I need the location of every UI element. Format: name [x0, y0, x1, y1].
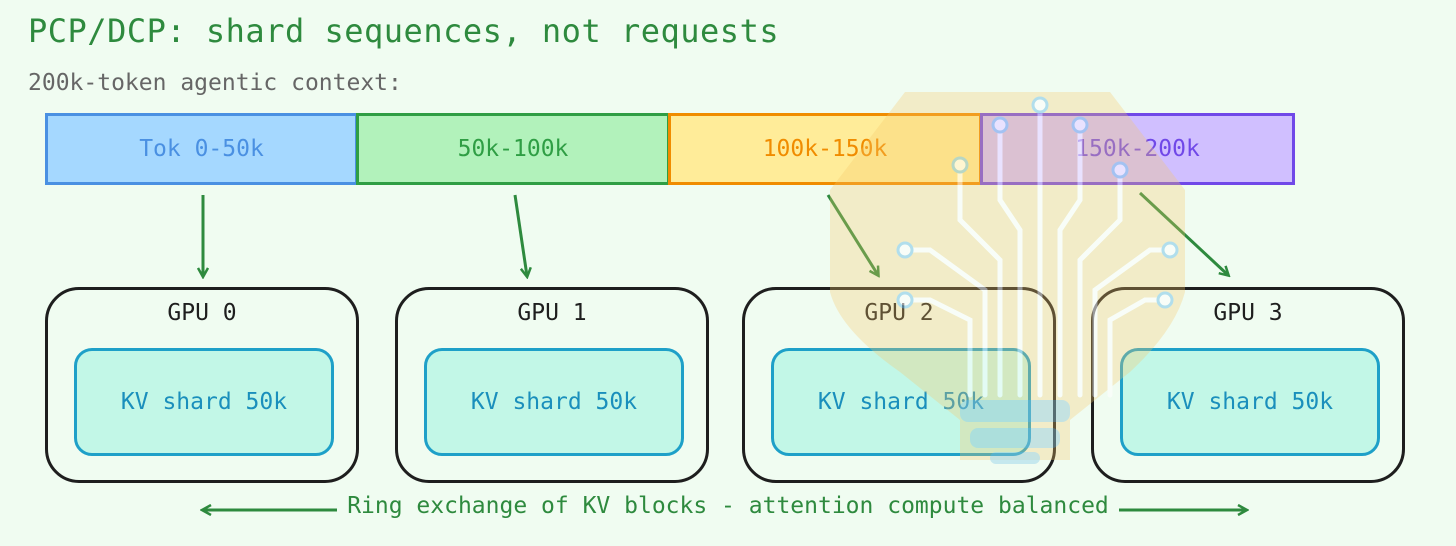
kv-shard-box: KV shard 50k [424, 348, 684, 456]
gpu-2-box: GPU 2 KV shard 50k [742, 287, 1056, 483]
kv-shard-box: KV shard 50k [74, 348, 334, 456]
segment-50k-100k: 50k-100k [356, 113, 670, 185]
gpu-label: GPU 0 [167, 300, 237, 326]
segment-100k-150k: 100k-150k [668, 113, 982, 185]
arrow-seg3-to-gpu3 [1138, 191, 1228, 275]
gpu-0-box: GPU 0 KV shard 50k [45, 287, 359, 483]
ring-exchange-label: Ring exchange of KV blocks - attention c… [0, 493, 1456, 519]
kv-shard-box: KV shard 50k [1120, 348, 1380, 456]
segment-tok-0-50k: Tok 0-50k [45, 113, 358, 185]
arrow-seg1-to-gpu1 [513, 194, 527, 276]
kv-shard-label: KV shard 50k [120, 389, 288, 415]
diagram-title: PCP/DCP: shard sequences, not requests [28, 12, 780, 50]
kv-shard-box: KV shard 50k [771, 348, 1031, 456]
gpu-label: GPU 1 [517, 300, 587, 326]
arrow-seg2-to-gpu2 [826, 194, 878, 275]
ring-exchange-text: Ring exchange of KV blocks - attention c… [337, 493, 1119, 519]
context-subtitle: 200k-token agentic context: [28, 70, 402, 96]
segment-label: 150k-200k [1075, 136, 1200, 162]
kv-shard-label: KV shard 50k [817, 389, 985, 415]
kv-shard-label: KV shard 50k [1166, 389, 1334, 415]
kv-shard-label: KV shard 50k [470, 389, 638, 415]
gpu-label: GPU 3 [1213, 300, 1283, 326]
segment-label: Tok 0-50k [139, 136, 264, 162]
segment-label: 50k-100k [457, 136, 569, 162]
segment-label: 100k-150k [762, 136, 888, 162]
gpu-3-box: GPU 3 KV shard 50k [1091, 287, 1405, 483]
segment-150k-200k: 150k-200k [980, 113, 1295, 185]
gpu-1-box: GPU 1 KV shard 50k [395, 287, 709, 483]
